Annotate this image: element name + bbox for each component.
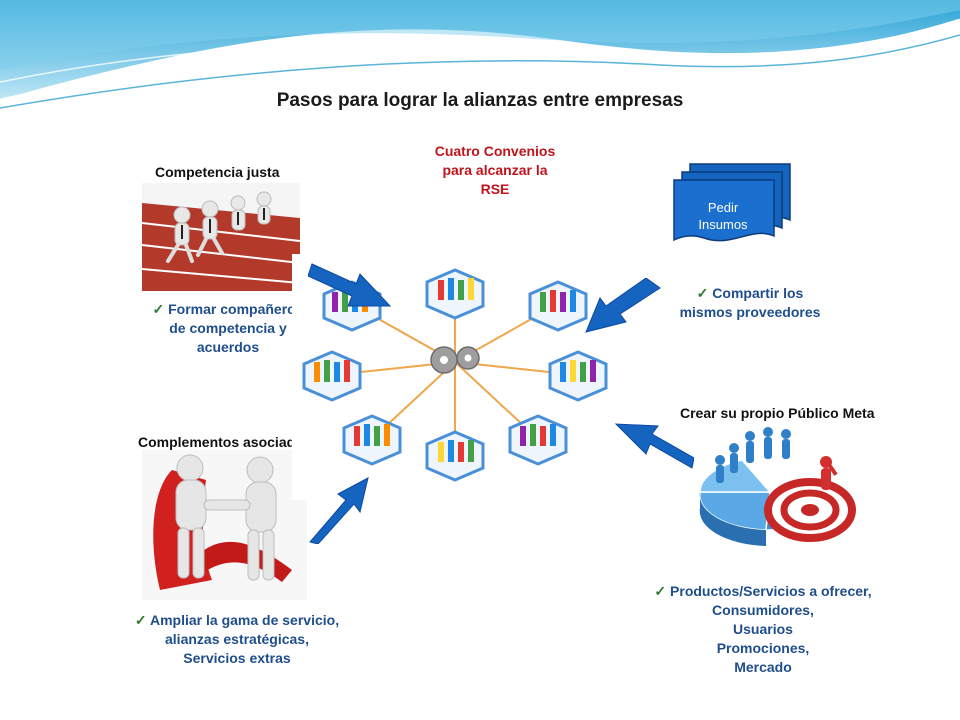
documents-label-line: Pedir [707, 200, 739, 215]
bullet-line: Promociones, [716, 640, 810, 656]
center-title-line: Cuatro Convenios [434, 143, 556, 159]
bullet-line: de competencia y [169, 320, 287, 336]
arrow-top-left [308, 263, 392, 307]
publico-bullets: ✓ Productos/Servicios a ofrecer, Consumi… [628, 582, 898, 677]
center-title-line: RSE [480, 181, 510, 197]
bullet-line: Productos/Servicios a ofrecer, [670, 583, 872, 599]
network-image [292, 254, 618, 500]
competencia-bullets: ✓ Formar compañeros de competencia y acu… [138, 300, 318, 357]
publico-heading: Crear su propio Público Meta [680, 405, 875, 421]
arrow-top-right [585, 278, 661, 333]
check-icon: ✓ [654, 583, 667, 599]
page-title: Pasos para lograr la alianzas entre empr… [276, 90, 684, 111]
bullet-line: Mercado [734, 659, 792, 675]
race-track-image [142, 183, 300, 291]
documents-label: Pedir Insumos [678, 199, 768, 233]
complementos-bullets: ✓ Ampliar la gama de servicio, alianzas … [112, 611, 362, 668]
partners-image [142, 450, 307, 600]
complementos-heading: Complementos asociados [138, 434, 312, 450]
bullet-line: Ampliar la gama de servicio, [150, 612, 340, 628]
arrow-bottom-right [614, 423, 694, 469]
arrow-bottom-left [309, 477, 369, 544]
check-icon: ✓ [152, 301, 165, 317]
bullet-line: Compartir los [712, 285, 804, 301]
bullet-line: Formar compañeros [168, 301, 304, 317]
bullet-line: Servicios extras [183, 650, 291, 666]
bullet-line: Consumidores, [712, 602, 814, 618]
bullet-line: Usuarios [733, 621, 793, 637]
center-title: Cuatro Convenios para alcanzar la RSE [405, 142, 585, 199]
target-chart-image [690, 422, 860, 562]
bullet-line: mismos proveedores [679, 304, 821, 320]
center-title-line: para alcanzar la [442, 162, 548, 178]
header-waves [0, 0, 960, 109]
bullet-line: acuerdos [196, 339, 260, 355]
competencia-heading: Competencia justa [155, 164, 280, 180]
documents-icon [673, 163, 791, 242]
bullet-line: alianzas estratégicas, [165, 631, 309, 647]
documents-label-line: Insumos [698, 217, 748, 232]
check-icon: ✓ [134, 612, 147, 628]
proveedores-bullets: ✓ Compartir los mismos proveedores [660, 284, 840, 322]
check-icon: ✓ [696, 285, 709, 301]
